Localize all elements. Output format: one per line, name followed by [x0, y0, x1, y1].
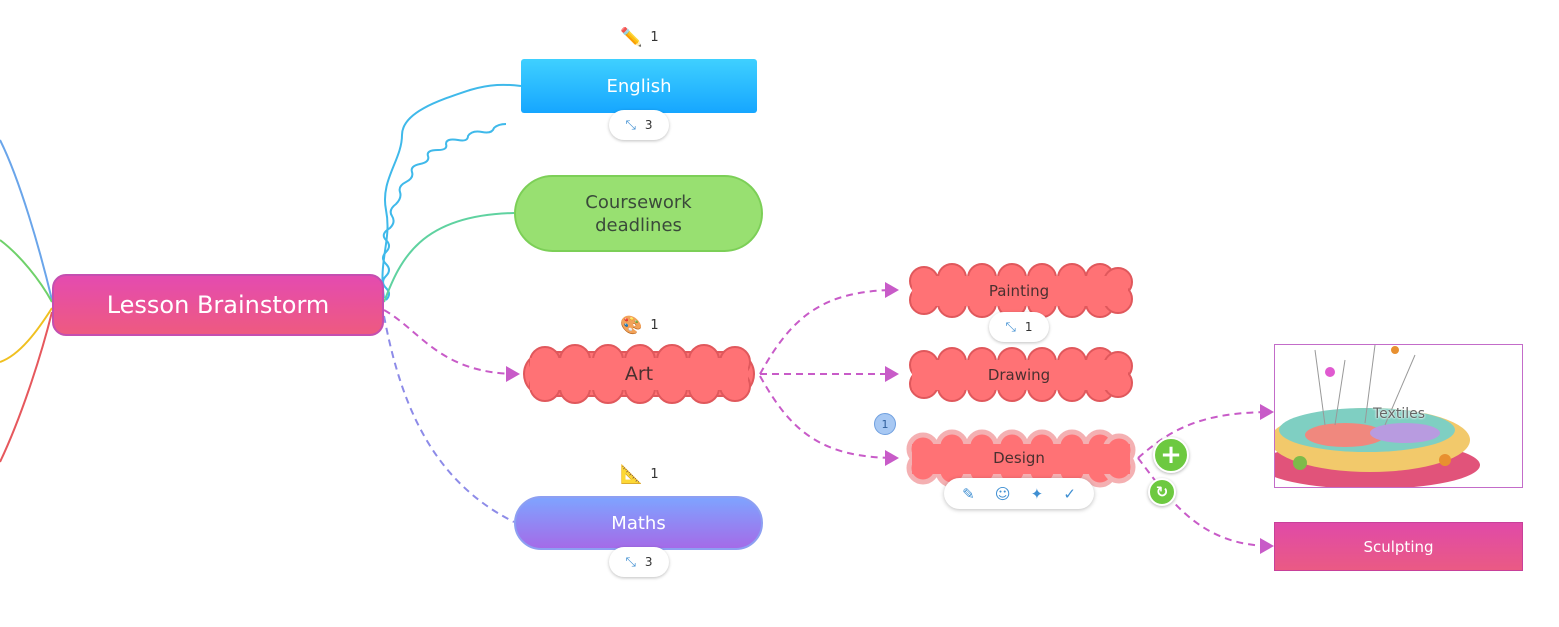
root-label: Lesson Brainstorm: [106, 291, 330, 319]
maths-label: Maths: [611, 512, 666, 534]
branch-line-red: [0, 311, 53, 463]
art-annotation-count: 1: [650, 318, 659, 333]
connector-sculpting: [1137, 457, 1274, 554]
maths-node[interactable]: Maths: [514, 496, 763, 550]
connector-english: [381, 83, 522, 299]
art-node[interactable]: Art: [522, 349, 756, 399]
expand-icon: ⤡: [625, 554, 636, 570]
textiles-label: Textiles: [1373, 406, 1426, 422]
branch-line-yellow: [0, 307, 53, 363]
sparkle-icon[interactable]: ✦: [1030, 484, 1044, 503]
english-children-count: 3: [644, 118, 653, 132]
connector-english-wave: [382, 123, 507, 301]
maths-annotation[interactable]: 📐 1: [620, 464, 659, 485]
connector-maths: [383, 315, 515, 523]
maths-children-count: 3: [644, 555, 653, 569]
add-child-button[interactable]: +: [1153, 437, 1189, 473]
sculpting-label: Sculpting: [1363, 537, 1434, 556]
english-label: English: [606, 75, 672, 97]
pincushion-image: [1275, 345, 1522, 487]
connector-textiles: [1137, 404, 1274, 459]
design-badge-value: 1: [881, 417, 889, 431]
english-node[interactable]: English: [521, 59, 757, 113]
branch-line-blue: [0, 139, 53, 301]
root-node[interactable]: Lesson Brainstorm: [52, 274, 384, 336]
drawing-label: Drawing: [987, 366, 1051, 384]
design-number-badge[interactable]: 1: [874, 413, 896, 435]
connector-design: [759, 375, 899, 466]
add-emoji-icon[interactable]: ☺: [994, 484, 1011, 503]
node-toolbar: ✎ ☺ ✦ ✓: [944, 478, 1094, 509]
connector-painting: [759, 282, 899, 375]
art-annotation[interactable]: 🎨 1: [620, 315, 659, 336]
palette-icon: 🎨: [620, 315, 643, 336]
maths-collapse-toggle[interactable]: ⤡ 3: [609, 547, 669, 577]
painting-children-count: 1: [1024, 320, 1033, 334]
coursework-node[interactable]: Coursework deadlines: [514, 175, 763, 252]
sculpting-node[interactable]: Sculpting: [1274, 522, 1523, 571]
painting-node[interactable]: Painting: [903, 268, 1135, 314]
design-node[interactable]: Design: [902, 435, 1136, 481]
pencil-icon: ✏️: [620, 27, 643, 48]
connector-coursework: [383, 212, 515, 303]
add-sibling-button[interactable]: ↻: [1148, 478, 1176, 506]
coursework-label: Coursework deadlines: [585, 191, 692, 236]
add-task-icon[interactable]: ✓: [1063, 484, 1076, 503]
maths-annotation-count: 1: [650, 467, 659, 482]
english-annotation[interactable]: ✏️ 1: [620, 27, 659, 48]
english-annotation-count: 1: [650, 30, 659, 45]
expand-icon: ⤡: [625, 117, 636, 133]
edit-pencil-icon[interactable]: ✎: [962, 484, 975, 503]
textiles-node[interactable]: Textiles: [1274, 344, 1523, 488]
painting-label: Painting: [988, 282, 1050, 300]
art-label: Art: [624, 363, 654, 385]
branch-line-green: [0, 239, 53, 303]
design-label: Design: [993, 449, 1045, 467]
painting-collapse-toggle[interactable]: ⤡ 1: [989, 312, 1049, 342]
drawing-node[interactable]: Drawing: [903, 352, 1135, 398]
connector-art: [383, 309, 520, 382]
set-square-icon: 📐: [620, 464, 643, 485]
expand-icon: ⤡: [1005, 319, 1016, 335]
english-collapse-toggle[interactable]: ⤡ 3: [609, 110, 669, 140]
